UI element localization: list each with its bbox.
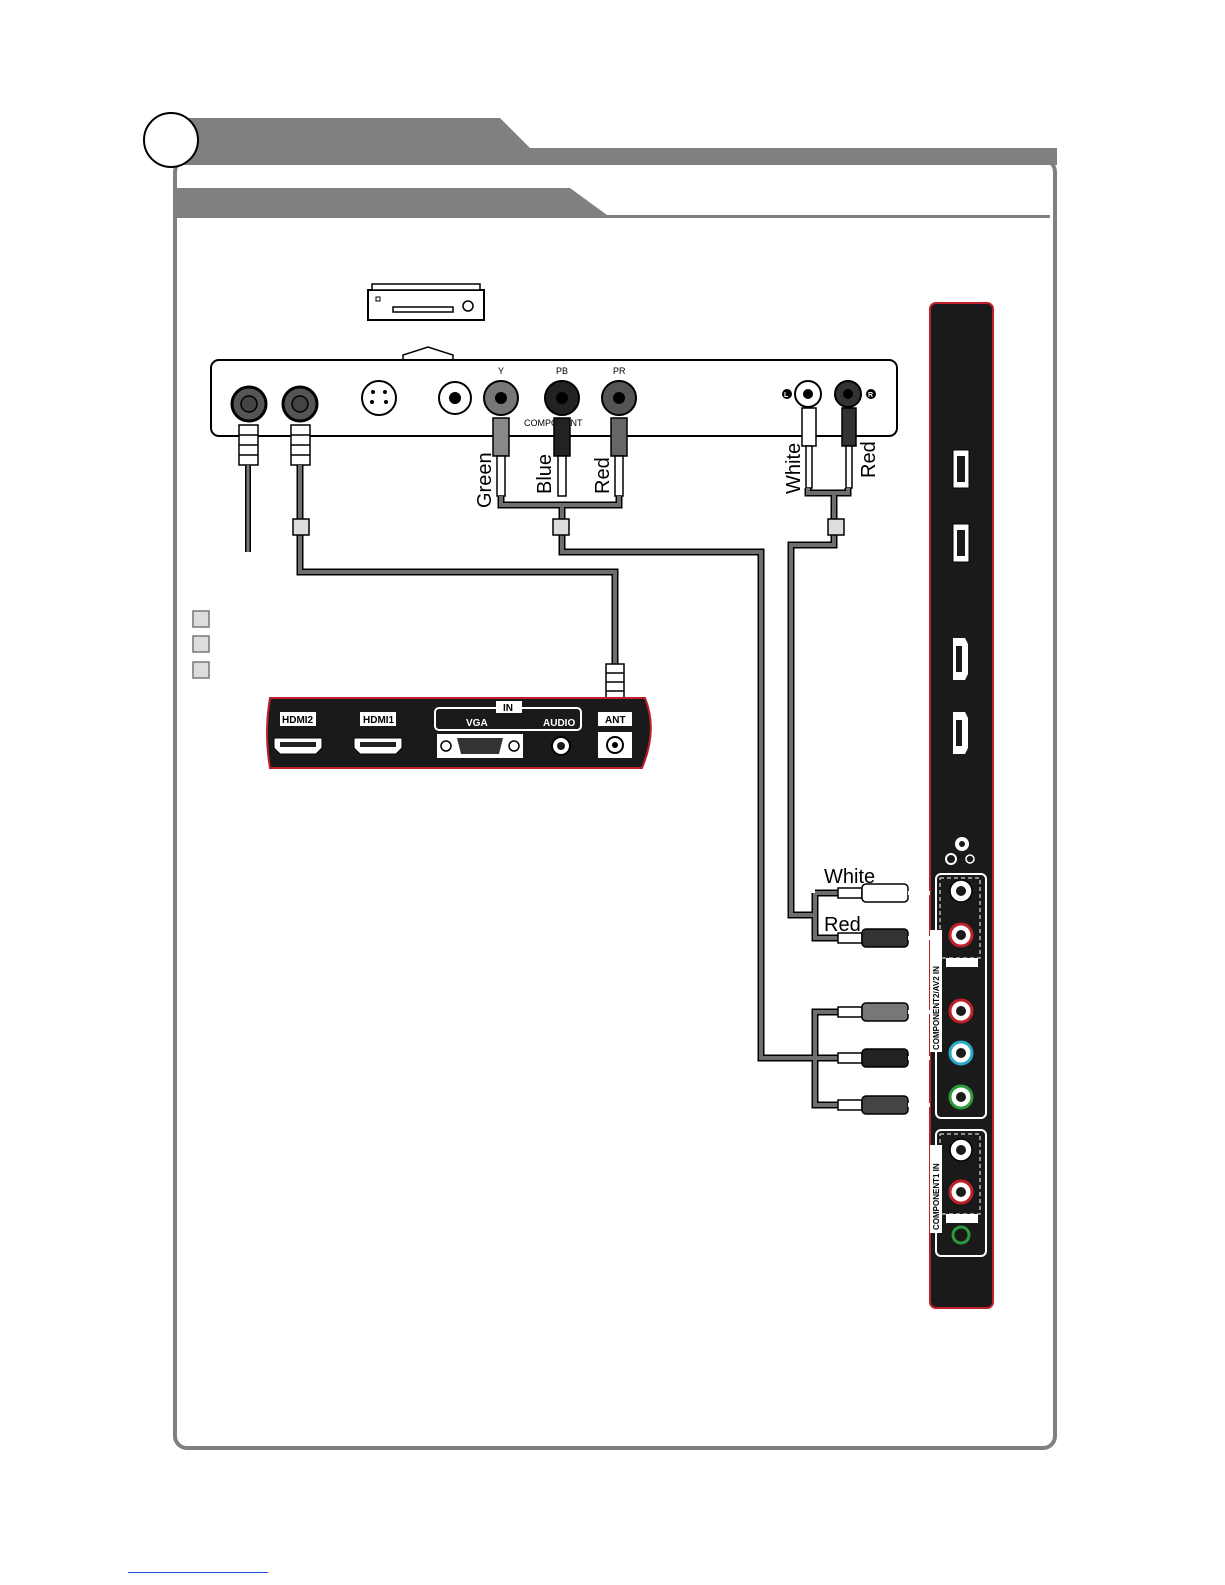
audio-label: AUDIO	[543, 718, 575, 729]
component1-label: COMPONENT1 IN	[932, 1163, 941, 1230]
ant-label: ANT	[605, 715, 626, 726]
tv-bottom-panel: HDMI2 HDMI1 IN VGA AUDIO ANT	[267, 698, 651, 768]
component-pb-label: PB	[556, 366, 568, 376]
component-pr-label: PR	[613, 366, 626, 376]
dvd-player-icon	[368, 284, 484, 320]
legend-boxes	[193, 611, 209, 678]
cable-red-label: Red	[592, 457, 614, 494]
cable-marker-3	[828, 519, 844, 535]
cable-blue-label: Blue	[534, 454, 556, 494]
cable-white-label: White	[783, 443, 805, 494]
audio-l-label: L	[784, 392, 789, 399]
footer-link-underline	[128, 1572, 268, 1573]
section-number-badge	[144, 113, 198, 167]
svideo-port	[362, 381, 396, 415]
component2-av2-label: COMPONENT2/AV2 IN	[932, 966, 941, 1050]
tv-white-label: White	[824, 866, 875, 888]
ant-plug	[606, 664, 624, 700]
cable-marker-2	[553, 519, 569, 535]
hdmi2-label: HDMI2	[282, 715, 314, 726]
cable-audio-red-label: Red	[858, 441, 880, 478]
hdmi1-label: HDMI1	[363, 715, 395, 726]
audio-r-label: R	[868, 392, 873, 399]
cable-marker-1	[293, 519, 309, 535]
subsection-header-bar	[176, 188, 1050, 218]
vga-label: VGA	[466, 718, 488, 729]
component-y-label: Y	[498, 366, 504, 376]
section-header-bar	[172, 118, 1057, 165]
arrow-up-icon	[403, 347, 453, 360]
tv-side-panel: COMPONENT2/AV2 IN COMPONENT1 IN	[930, 303, 993, 1308]
cable-green-label: Green	[474, 452, 496, 508]
tv-red-label: Red	[824, 914, 861, 936]
cable-routes	[293, 465, 848, 1105]
page-frame	[144, 113, 1057, 1448]
in-label: IN	[503, 703, 513, 714]
